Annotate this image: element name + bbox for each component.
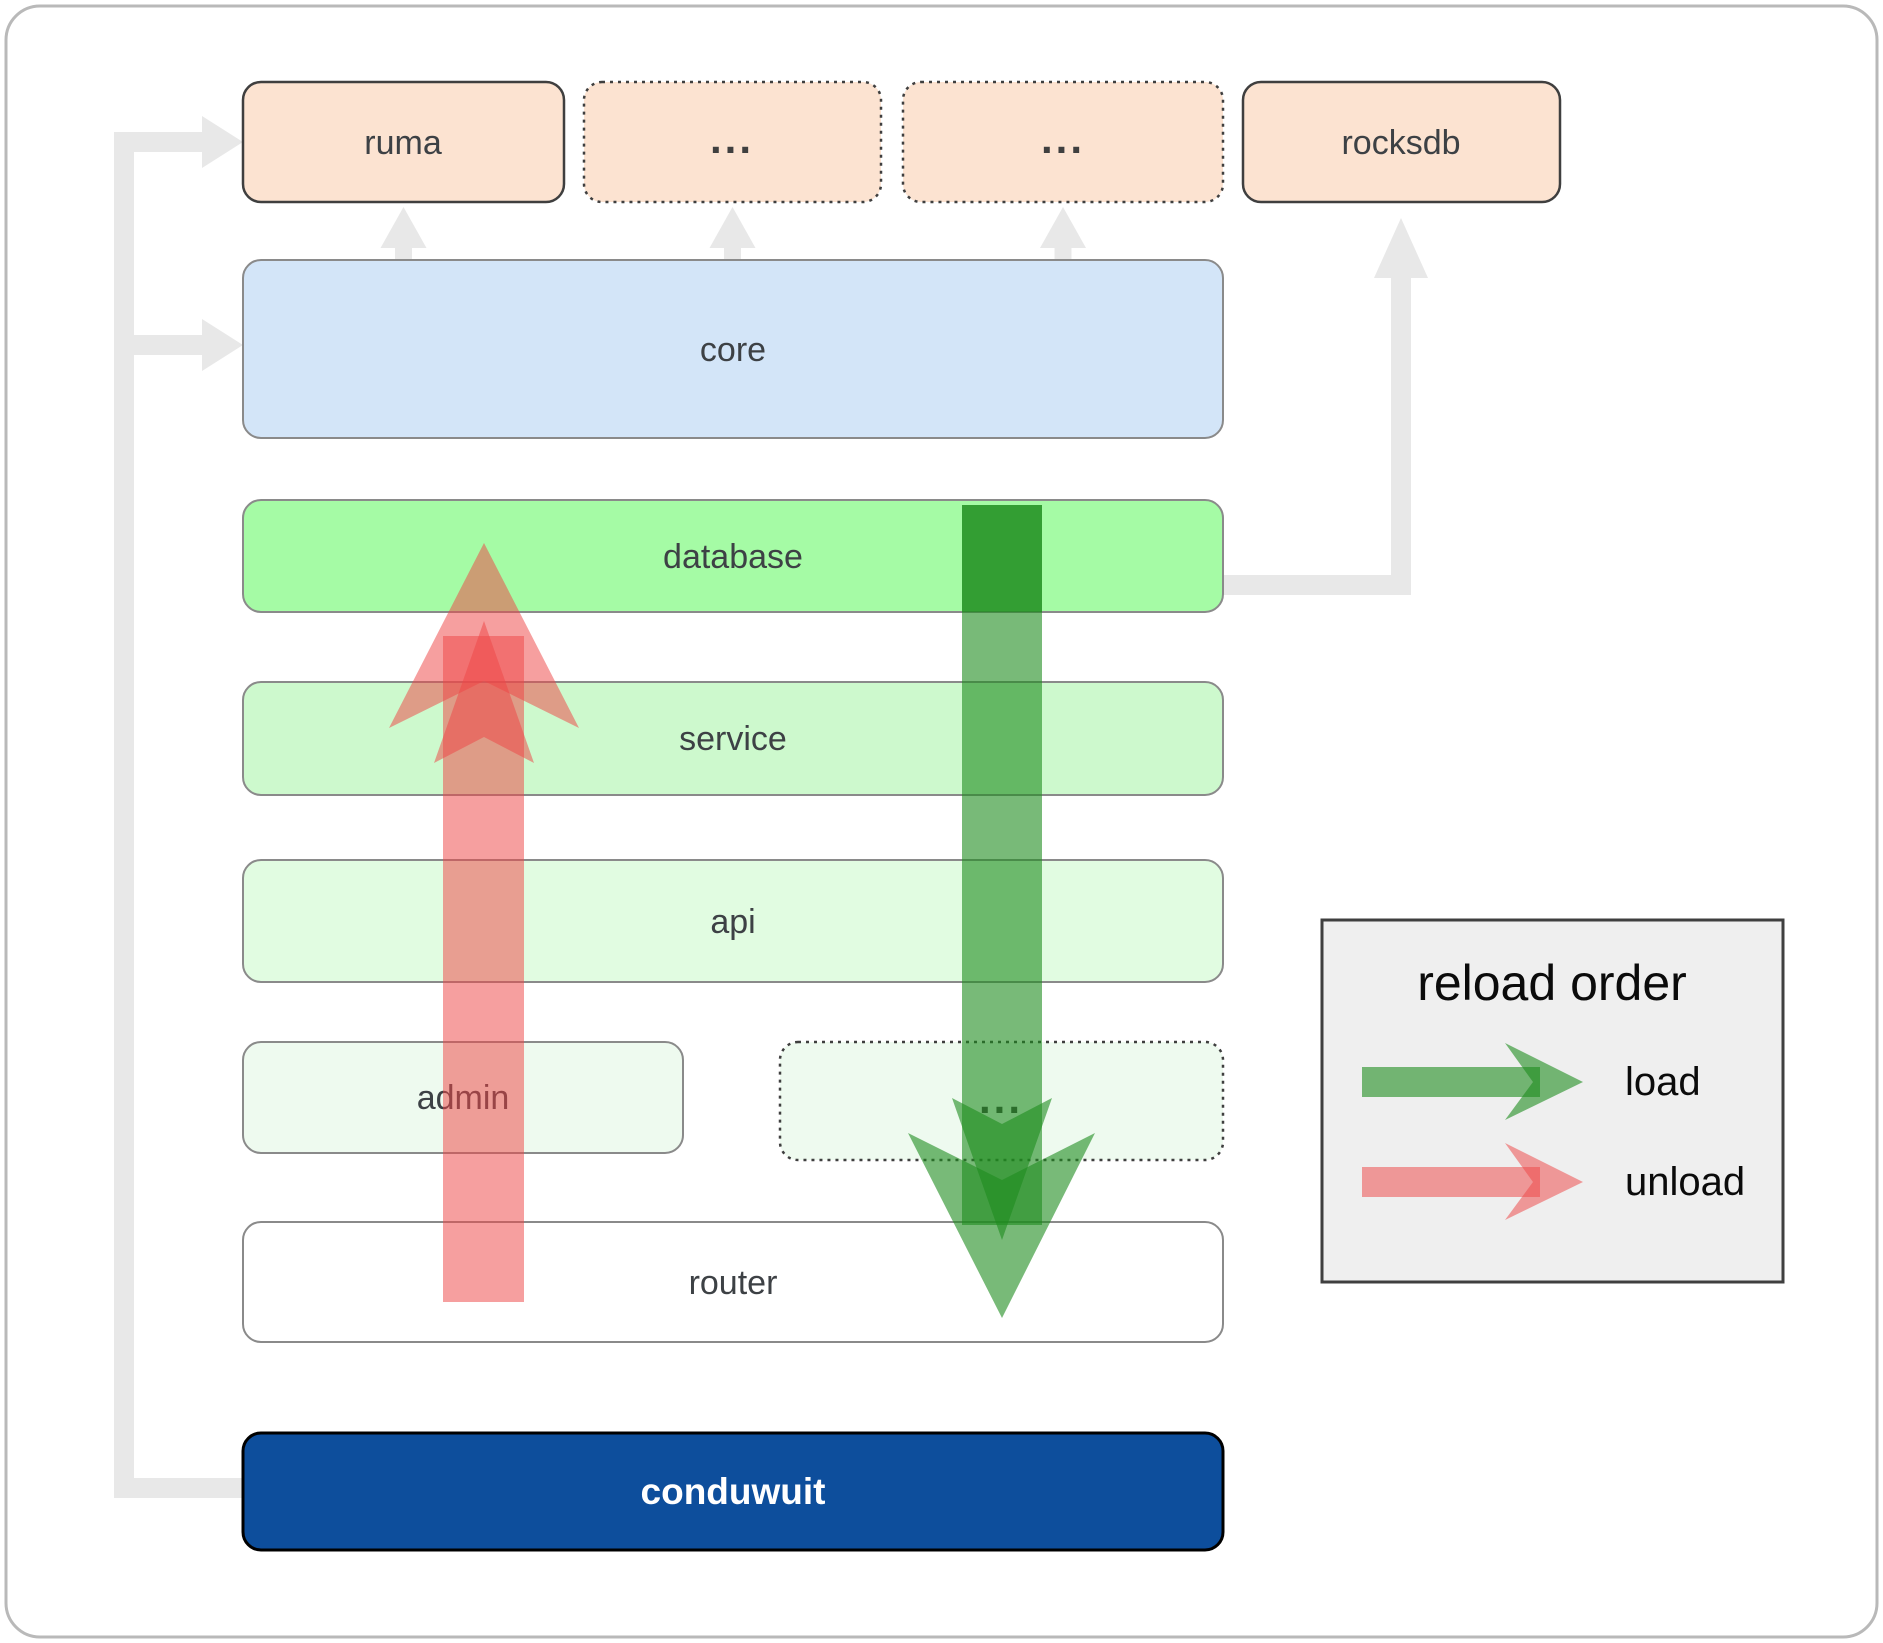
node-ruma-label: ruma xyxy=(364,124,442,162)
node-database-label: database xyxy=(663,538,803,576)
node-ellipsis-2-label: ... xyxy=(1041,115,1085,162)
connector-arm-to-core xyxy=(130,335,202,355)
node-api-label: api xyxy=(710,903,755,941)
connector-core-to-mid1 xyxy=(724,246,741,261)
node-service-label: service xyxy=(679,720,787,758)
load-arrow-inner-head-icon xyxy=(952,1098,1052,1240)
node-rocksdb xyxy=(1241,80,1562,204)
diagram-nodes: ruma ... ... rocksdb core database servi… xyxy=(241,80,1562,1552)
legend-unload-arrow-shaft xyxy=(1362,1167,1540,1197)
arrowhead-core-to-mid2-icon xyxy=(1040,207,1086,248)
connector-database-to-rocksdb-horizontal xyxy=(1223,575,1411,595)
connector-lines xyxy=(114,116,1428,1498)
load-arrow-shaft xyxy=(962,505,1042,1225)
connector-arm-from-conduwuit xyxy=(114,1478,243,1498)
node-conduwuit-label: conduwuit xyxy=(641,1471,826,1512)
node-ellipsis-1-label: ... xyxy=(710,115,754,162)
unload-arrow xyxy=(389,543,579,1302)
node-rocksdb-label: rocksdb xyxy=(1341,124,1460,162)
connector-core-to-ruma xyxy=(395,246,412,261)
arrowhead-core-to-mid1-icon xyxy=(709,207,756,248)
connector-left-vertical-line xyxy=(114,132,134,1498)
legend-load-arrow-shaft xyxy=(1362,1067,1540,1097)
arrowhead-into-ruma-icon xyxy=(202,116,243,168)
connector-core-to-mid2 xyxy=(1054,246,1072,261)
legend-load-label: load xyxy=(1625,1060,1701,1104)
node-router-label: router xyxy=(689,1264,778,1302)
node-conduwuit xyxy=(241,1431,1225,1552)
load-arrow xyxy=(908,505,1095,1318)
legend-load-arrow-head-icon xyxy=(1505,1043,1583,1120)
legend-unload-arrow-head-icon xyxy=(1505,1143,1583,1220)
node-ellipsis-2 xyxy=(901,80,1225,204)
node-core xyxy=(242,259,1224,439)
arrowhead-into-core-icon xyxy=(202,319,243,371)
legend-box xyxy=(1320,918,1785,1284)
load-arrow-shaft-top-overlap xyxy=(962,505,1042,612)
connector-arm-to-ruma xyxy=(130,132,202,152)
connector-database-to-rocksdb-vertical xyxy=(1391,268,1411,595)
unload-arrow-shaft xyxy=(443,636,524,1302)
node-ellipsis-1 xyxy=(582,80,883,204)
page-border xyxy=(4,4,1879,1639)
legend-unload-label: unload xyxy=(1625,1160,1745,1204)
arrowhead-core-to-ruma-icon xyxy=(380,207,427,248)
node-ruma xyxy=(241,80,566,204)
node-core-label: core xyxy=(700,331,766,369)
legend-title: reload order xyxy=(1417,955,1687,1011)
arrowhead-into-rocksdb-icon xyxy=(1374,218,1428,278)
legend: reload order load unload xyxy=(1320,918,1785,1284)
